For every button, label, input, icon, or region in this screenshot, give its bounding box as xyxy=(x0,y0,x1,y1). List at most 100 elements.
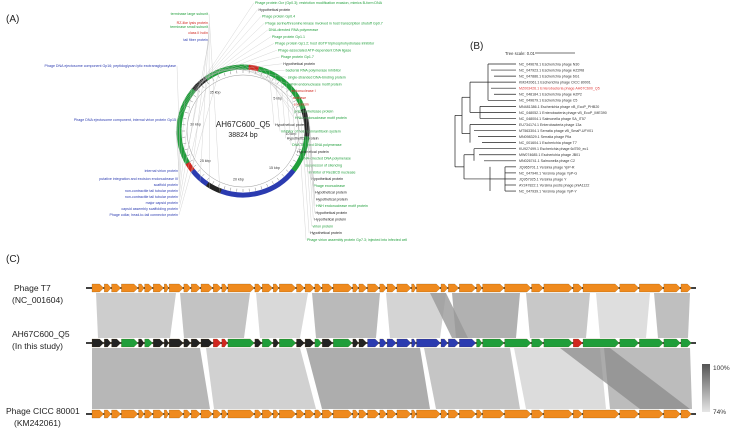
gene-arrow xyxy=(573,409,583,419)
gene-arrow xyxy=(273,338,279,348)
tree-tip-label: NC_048004.1 Salmonella phage SA_IT57 xyxy=(519,117,586,121)
genome-label-leader xyxy=(274,72,281,132)
tree-tip-label: MN098329.1 Serratia phage Pila xyxy=(519,135,571,139)
genome-gene-tick xyxy=(197,169,201,172)
tree-tip-label: NC_001604.1 Escherichia phage T7 xyxy=(519,141,577,145)
gene-arrow xyxy=(304,338,315,348)
gene-arrow xyxy=(169,283,184,293)
homology-link xyxy=(92,348,210,409)
genome-tick-label: 5 kbp xyxy=(273,96,282,100)
genome-label-leader xyxy=(280,75,286,139)
gene-arrow xyxy=(169,409,184,419)
gene-arrow xyxy=(254,409,262,419)
gene-arrow xyxy=(387,283,397,293)
gene-arrow xyxy=(227,409,255,419)
gene-arrow xyxy=(104,409,112,419)
genome-gene-label: Hypothetical protein xyxy=(283,62,315,66)
genome-comparison: Phage T7 (NC_001604) AH67C600_Q5 (In thi… xyxy=(6,283,730,428)
genome-label-leader xyxy=(300,164,307,240)
genome-gene-tick xyxy=(218,75,220,79)
tree-tip-label: MN481386.1 Escherichia phage vB_EcoP_PHB… xyxy=(519,105,599,109)
genome-gene-label: DNA-directed DNA polymerase xyxy=(301,157,351,161)
genome-gene-label: Hypothetical protein xyxy=(275,123,307,127)
genome-gene-label: Phage-associated ATP-dependent DNA ligas… xyxy=(278,48,351,52)
gene-arrow xyxy=(279,409,297,419)
gene-arrow xyxy=(352,409,359,419)
genome-gene-label: Hypothetical protein xyxy=(315,211,347,215)
genome-label-leader xyxy=(178,97,186,191)
gene-arrow xyxy=(459,283,477,293)
genome-gene-tick xyxy=(230,71,232,75)
gene-arrow xyxy=(459,338,477,348)
genome-gene-label: Hypothetical protein xyxy=(316,197,348,201)
gene-arrow xyxy=(273,409,279,419)
genome-gene-tick xyxy=(276,81,280,85)
gene-arrow xyxy=(379,338,387,348)
gene-arrow xyxy=(663,338,681,348)
genome-gene-tick xyxy=(190,159,193,162)
genome-label-leader xyxy=(205,56,280,76)
gene-arrow xyxy=(476,283,483,293)
gene-arrow xyxy=(358,283,368,293)
gene-arrow xyxy=(213,409,222,419)
genome-label-leader xyxy=(299,94,305,166)
gene-arrow xyxy=(183,283,191,293)
genome-label-leader xyxy=(295,89,301,159)
gene-arrow xyxy=(111,283,121,293)
genome-gene-tick xyxy=(295,106,299,108)
gene-arrow xyxy=(367,409,380,419)
genome-gene-label: endolysin xyxy=(294,103,309,107)
genome-label-leader xyxy=(303,158,310,234)
genome-label-leader xyxy=(178,9,258,113)
genome-gene-label: RZ-like lysis protein xyxy=(177,21,208,25)
homology-links xyxy=(92,293,692,409)
gene-arrow xyxy=(352,283,359,293)
genome-gene-label: Hypothetical protein xyxy=(311,177,343,181)
tree-tip-label: EU734174.1 Enterobacteria phage 13a xyxy=(519,123,581,127)
tree-tip-label: KM242061.1 Escherichia phage CICC 80001 xyxy=(519,81,591,85)
gene-arrow xyxy=(396,283,412,293)
genome-tick-label: 25 kbp xyxy=(200,159,211,163)
genome-gene-label: Phage protein Gp1.2; host dGTP triphosph… xyxy=(275,42,375,46)
gene-arrow xyxy=(367,283,380,293)
genome-gene-label: capsid assembly scaffolding protein xyxy=(121,207,178,211)
genome-gene-tick xyxy=(212,181,215,184)
gene-arrow xyxy=(314,283,322,293)
genome-gene-label: Phage exonuclease xyxy=(313,184,345,188)
gene-arrow xyxy=(213,283,222,293)
genome-gene-tick xyxy=(299,118,303,120)
track-ah67c600 xyxy=(86,338,696,348)
genome-gene-arc xyxy=(185,161,195,172)
gene-arrow xyxy=(440,338,448,348)
tree-tip-label: JQ965701.1 Yersinia phage YpP-R xyxy=(519,165,575,169)
genome-gene-label: Phage serine/threonine kinase involved i… xyxy=(265,21,382,25)
genome-label-leader xyxy=(178,108,181,185)
genome-label-leader xyxy=(199,26,210,183)
genome-label-leader xyxy=(305,106,311,179)
gene-arrow xyxy=(221,338,228,348)
genome-gene-label: Hypothetical protein xyxy=(315,191,347,195)
genome-size: 38824 bp xyxy=(228,132,257,139)
gene-arrow xyxy=(191,409,201,419)
genome-gene-tick xyxy=(254,71,256,75)
tree-tip-label: MT563304.1 Serratia phage vB_SmaP-UFV01 xyxy=(519,129,593,133)
genome-label-leader xyxy=(176,2,255,120)
gene-arrow xyxy=(416,283,441,293)
tree-tip-label: AY247822.1 Yersinia pestis phage phiA112… xyxy=(519,183,589,187)
genome-gene-tick xyxy=(271,181,274,184)
gene-arrow xyxy=(543,409,573,419)
gene-arrow xyxy=(482,409,505,419)
tree-tip-label: MN026741.1 Salmonella phage C2 xyxy=(519,159,575,163)
track-cicc80001 xyxy=(86,409,696,419)
identity-min-label: 74% xyxy=(713,409,726,416)
gene-arrow xyxy=(144,338,153,348)
genome-label-leader xyxy=(236,64,291,91)
track-name-ah67c600: AH67C600_Q5 xyxy=(12,329,70,339)
genome-gene-tick xyxy=(276,177,280,181)
tree-tip-label: KU927499.1 Escherichia phage 6d759_ec1 xyxy=(519,147,588,151)
gene-arrow xyxy=(582,283,620,293)
genome-gene-label: DNA-directed RNA polymerase xyxy=(269,28,319,32)
genome-gene-label: class II holin xyxy=(188,31,208,35)
gene-arrow xyxy=(476,338,483,348)
gene-arrow xyxy=(200,283,213,293)
